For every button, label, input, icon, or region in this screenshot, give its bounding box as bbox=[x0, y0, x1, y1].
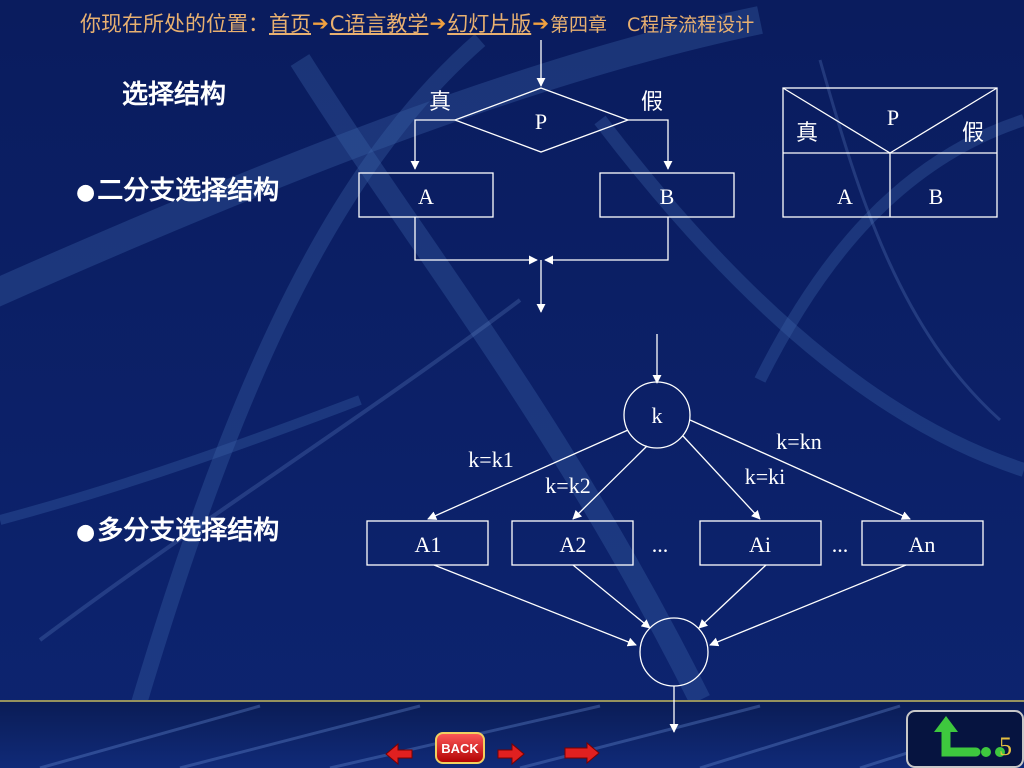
breadcrumb-arrow-icon: ➔ bbox=[532, 11, 549, 35]
multi-flowchart bbox=[366, 334, 984, 733]
merge-an bbox=[709, 564, 907, 647]
multi-branch-heading: 多分支选择结构 bbox=[76, 510, 279, 547]
binary-condition-text: P bbox=[535, 109, 547, 134]
breadcrumb-arrow-icon: ➔ bbox=[312, 11, 329, 35]
return-button[interactable] bbox=[906, 710, 1024, 768]
breadcrumb-link-slides[interactable]: 幻灯片版 bbox=[447, 12, 532, 36]
selector-text: k bbox=[652, 403, 663, 428]
breadcrumb-link-course[interactable]: C语言教学 bbox=[329, 12, 429, 36]
ellipsis-text: ... bbox=[832, 532, 849, 557]
case-box-an bbox=[861, 520, 984, 566]
merge-ai bbox=[698, 564, 767, 629]
section-title: 选择结构 bbox=[122, 80, 227, 110]
edge-label-k2: k=k2 bbox=[545, 473, 590, 498]
binary-false-text: 假 bbox=[641, 89, 663, 114]
bullet-icon bbox=[76, 516, 97, 546]
selector-node bbox=[623, 381, 691, 449]
condition-diamond bbox=[453, 87, 630, 153]
ellipsis-text: ... bbox=[652, 532, 669, 557]
true-process-box bbox=[358, 172, 494, 218]
case-box-a1 bbox=[366, 520, 489, 566]
ns-condition-text: P bbox=[887, 105, 899, 130]
merge-a2 bbox=[572, 564, 651, 629]
binary-true-text: 真 bbox=[429, 89, 451, 114]
false-branch-line bbox=[628, 119, 673, 170]
true-merge-line bbox=[414, 217, 538, 265]
false-process-box bbox=[599, 172, 735, 218]
binary-box-b-text: B bbox=[660, 184, 675, 209]
binary-box-a-text: A bbox=[418, 184, 434, 209]
edge-label-k1: k=k1 bbox=[468, 447, 513, 472]
ns-box-a-text: A bbox=[837, 184, 853, 209]
binary-flowchart bbox=[358, 40, 735, 313]
case-text-ai: Ai bbox=[749, 532, 771, 557]
arrow-left-icon[interactable] bbox=[384, 742, 414, 766]
back-button-label: BACK bbox=[441, 741, 479, 756]
ns-chart bbox=[782, 87, 998, 218]
case-text-a2: A2 bbox=[560, 532, 587, 557]
page-number: 5 bbox=[999, 732, 1012, 761]
true-branch-line bbox=[410, 119, 455, 170]
binary-branch-heading: 二分支选择结构 bbox=[76, 170, 279, 207]
edge-label-ki: k=ki bbox=[745, 464, 786, 489]
binary-branch-label: 二分支选择结构 bbox=[97, 176, 280, 206]
breadcrumb: 你现在所处的位置： 首页 ➔ C语言教学 ➔ 幻灯片版 ➔ 第四章 C程序流程设… bbox=[80, 6, 754, 40]
arrow-forward-icon[interactable] bbox=[563, 742, 601, 764]
case-text-an: An bbox=[909, 532, 936, 557]
ns-true-text: 真 bbox=[796, 120, 818, 145]
breadcrumb-topic: C程序流程设计 bbox=[626, 13, 755, 36]
breadcrumb-chapter: 第四章 bbox=[549, 13, 607, 36]
case-text-a1: A1 bbox=[415, 532, 442, 557]
edge-ki bbox=[682, 435, 761, 520]
edge-kn bbox=[689, 419, 911, 520]
arrow-right-icon[interactable] bbox=[496, 742, 526, 766]
merge-a1 bbox=[433, 564, 637, 647]
bullet-icon bbox=[76, 176, 97, 206]
false-merge-line bbox=[544, 217, 669, 265]
edge-k1 bbox=[427, 429, 629, 520]
breadcrumb-prefix: 你现在所处的位置： bbox=[80, 12, 269, 36]
case-box-ai bbox=[699, 520, 822, 566]
edge-k2 bbox=[572, 445, 648, 520]
case-box-a2 bbox=[511, 520, 634, 566]
ns-box-b-text: B bbox=[929, 184, 944, 209]
breadcrumb-arrow-icon: ➔ bbox=[429, 11, 447, 35]
breadcrumb-link-home[interactable]: 首页 bbox=[269, 12, 311, 36]
junction-node bbox=[639, 617, 709, 687]
edge-label-kn: k=kn bbox=[776, 429, 821, 454]
multi-branch-label: 多分支选择结构 bbox=[97, 516, 280, 546]
return-icon bbox=[934, 716, 1005, 757]
ns-false-text: 假 bbox=[962, 120, 984, 145]
back-button[interactable]: BACK bbox=[435, 732, 485, 764]
